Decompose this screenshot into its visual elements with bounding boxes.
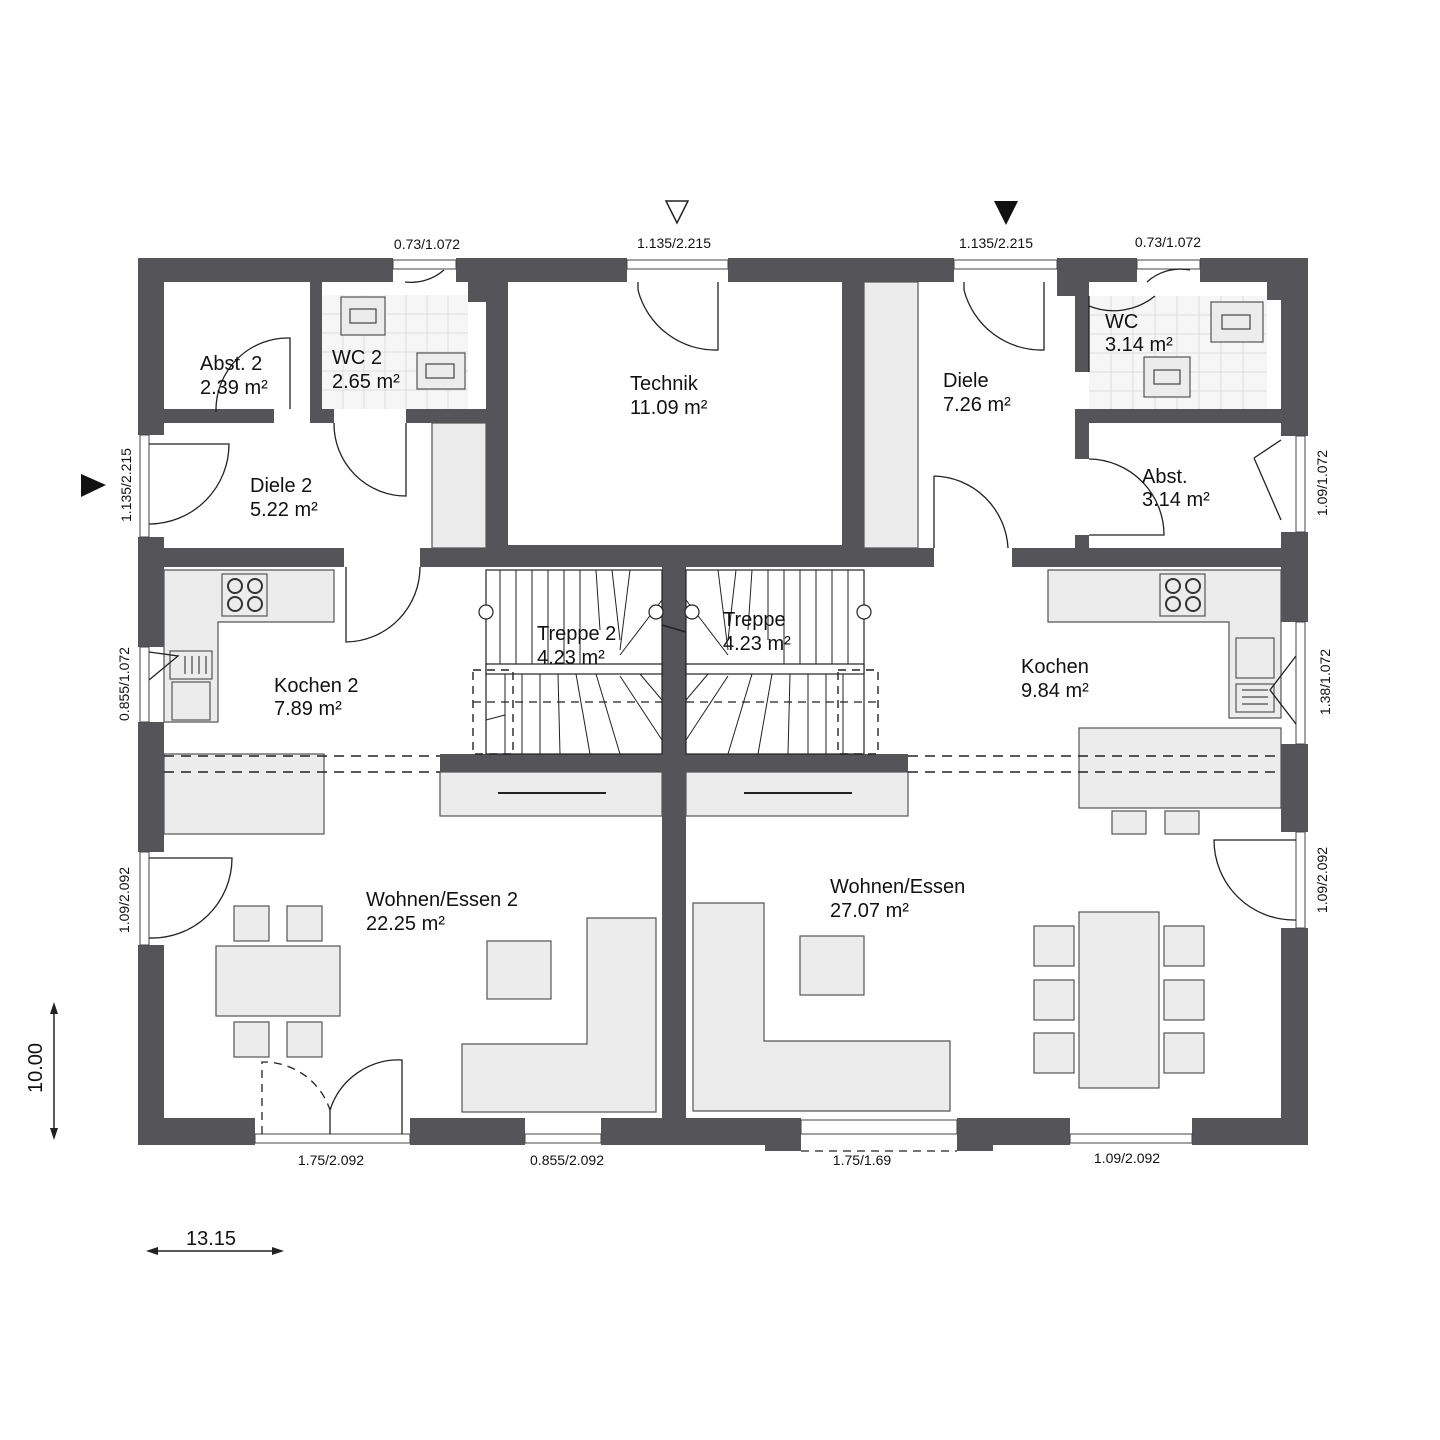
- entrance-markers: [81, 200, 1018, 497]
- room-name-wc2: WC 2: [332, 347, 382, 369]
- sink-drainer-kochen: [1235, 683, 1275, 713]
- outer-walls: [138, 258, 1308, 1151]
- room-name-technik: Technik: [630, 373, 699, 395]
- room-area-abst: 3.14 m²: [1142, 489, 1210, 511]
- windows: [139, 259, 1306, 1144]
- room-name-kochen: Kochen: [1021, 656, 1089, 678]
- kitchen2-fixtures: [163, 569, 663, 835]
- furniture-wohnen2: [215, 905, 657, 1113]
- wc-fixtures: [1089, 296, 1267, 409]
- sofa-right: [692, 902, 951, 1112]
- beam-lines: [164, 755, 1281, 773]
- room-area-technik: 11.09 m²: [630, 397, 708, 419]
- toilet-wc2: [416, 352, 466, 390]
- room-name-abst: Abst.: [1142, 466, 1188, 488]
- dining-table-right: [1078, 911, 1160, 1089]
- stairs-treppe2: [472, 569, 687, 755]
- room-area-wohnen: 27.07 m²: [830, 900, 909, 922]
- counter-kochen: [1047, 569, 1282, 719]
- wc2-fixtures: [322, 295, 468, 409]
- room-name-kochen2: Kochen 2: [274, 675, 359, 697]
- closet-diele2: [431, 422, 487, 549]
- room-area-wc2: 2.65 m²: [332, 371, 400, 393]
- room-name-abst2: Abst. 2: [200, 353, 262, 375]
- opening-left-2: 0.855/1.072: [116, 647, 132, 721]
- room-name-diele: Diele: [943, 370, 989, 392]
- opening-right-3: 1.09/2.092: [1314, 847, 1330, 913]
- room-name-diele2: Diele 2: [250, 475, 312, 497]
- room-area-abst2: 2.39 m²: [200, 377, 268, 399]
- stairs-treppe: [684, 569, 879, 755]
- coffee-table-right: [799, 935, 865, 996]
- doors: [148, 268, 1297, 1152]
- opening-right-1: 1.09/1.072: [1314, 450, 1330, 516]
- entrance-marker-filled-left: [81, 474, 106, 497]
- closet-diele: [863, 281, 919, 549]
- sink-wc2: [340, 296, 386, 336]
- room-area-kochen: 9.84 m²: [1021, 680, 1089, 702]
- opening-left-1: 1.135/2.215: [118, 448, 134, 522]
- island-kochen2: [163, 753, 325, 835]
- sink-wc: [1143, 356, 1191, 398]
- overall-dimensions: 10.00 13.15: [25, 1002, 284, 1255]
- opening-top-4: 0.73/1.072: [1135, 234, 1201, 250]
- opening-left-3: 1.09/2.092: [116, 867, 132, 933]
- island-kochen: [1078, 727, 1282, 809]
- opening-right-2: 1.38/1.072: [1317, 649, 1333, 715]
- built-ins: [431, 281, 919, 549]
- opening-top-2: 1.135/2.215: [637, 235, 711, 251]
- room-name-treppe2: Treppe 2: [537, 623, 616, 645]
- stool-1: [1111, 810, 1147, 835]
- room-name-wohnen2: Wohnen/Essen 2: [366, 889, 518, 911]
- coffee-table-left: [486, 940, 552, 1000]
- room-area-wc: 3.14 m²: [1105, 334, 1173, 356]
- room-area-wohnen2: 22.25 m²: [366, 913, 445, 935]
- opening-bottom-4: 1.09/2.092: [1094, 1150, 1160, 1166]
- sofa-left: [461, 917, 657, 1113]
- opening-top-1: 0.73/1.072: [394, 236, 460, 252]
- opening-bottom-2: 0.855/2.092: [530, 1152, 604, 1168]
- interior-walls: [164, 282, 1281, 1118]
- stool-2: [1164, 810, 1200, 835]
- opening-bottom-3: 1.75/1.69: [833, 1152, 892, 1168]
- dining-table-left: [215, 945, 341, 1017]
- depth-dimension: 10.00: [25, 1043, 47, 1093]
- opening-bottom-1: 1.75/2.092: [298, 1152, 364, 1168]
- kitchen-fixtures: [685, 569, 1282, 835]
- sink-kochen: [1235, 637, 1275, 679]
- room-area-kochen2: 7.89 m²: [274, 698, 342, 720]
- room-area-diele: 7.26 m²: [943, 394, 1011, 416]
- width-dimension: 13.15: [186, 1228, 236, 1250]
- furniture-wohnen: [692, 902, 1205, 1112]
- room-name-wohnen: Wohnen/Essen: [830, 876, 965, 898]
- room-area-treppe: 4.23 m²: [723, 633, 791, 655]
- room-name-treppe: Treppe: [723, 609, 786, 631]
- sink-kochen2: [171, 681, 211, 721]
- room-area-diele2: 5.22 m²: [250, 499, 318, 521]
- room-name-wc: WC: [1105, 311, 1138, 333]
- toilet-wc: [1210, 301, 1264, 343]
- opening-labels: 0.73/1.072 1.135/2.215 1.135/2.215 0.73/…: [116, 234, 1333, 1168]
- entrance-marker-outline: [664, 200, 690, 225]
- room-area-treppe2: 4.23 m²: [537, 647, 605, 669]
- opening-top-3: 1.135/2.215: [959, 235, 1033, 251]
- room-labels: Abst. 2 2.39 m² WC 2 2.65 m² Technik 11.…: [200, 311, 1210, 935]
- entrance-marker-filled-top: [994, 201, 1018, 225]
